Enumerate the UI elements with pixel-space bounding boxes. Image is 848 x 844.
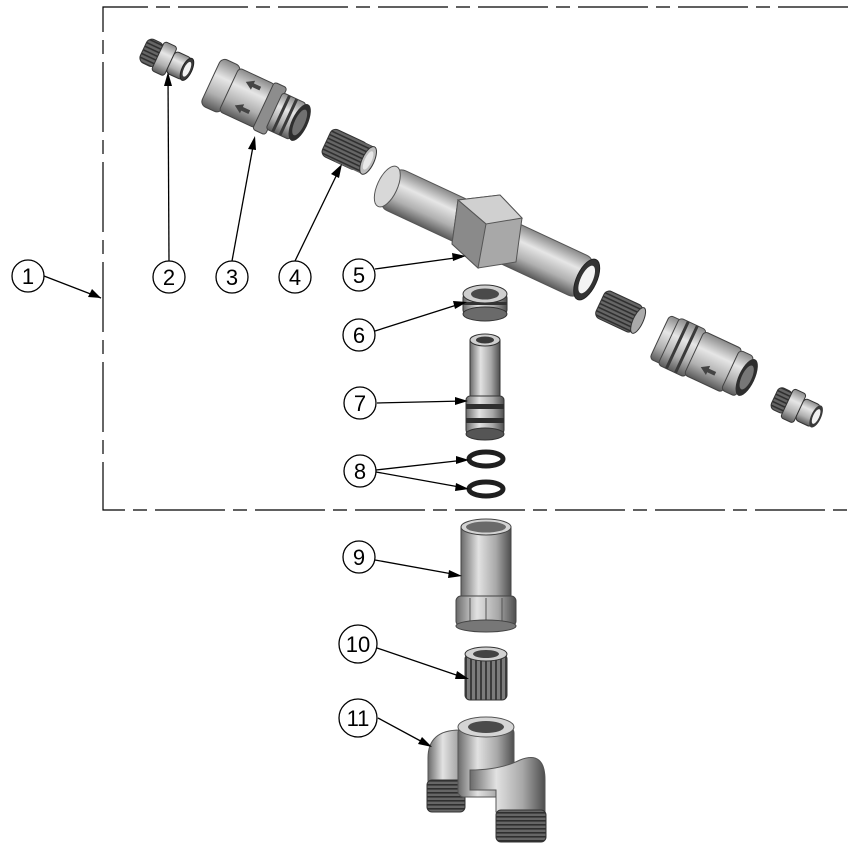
callout-label: 3 bbox=[226, 265, 238, 290]
callout-3: 3 bbox=[215, 260, 249, 294]
callout-5: 5 bbox=[342, 258, 376, 292]
part-9-union-sleeve bbox=[455, 518, 517, 633]
part-4-nipple bbox=[321, 128, 377, 175]
leader-lines bbox=[43, 72, 469, 747]
callout-label: 9 bbox=[353, 545, 365, 570]
callout-7: 7 bbox=[343, 386, 377, 420]
part-11-elbow-base bbox=[426, 716, 547, 843]
callout-11: 11 bbox=[338, 698, 378, 738]
callout-4: 4 bbox=[278, 260, 312, 294]
callout-label: 11 bbox=[347, 706, 370, 731]
callout-10: 10 bbox=[338, 624, 378, 664]
callout-label: 2 bbox=[163, 265, 175, 290]
callout-8: 8 bbox=[343, 454, 377, 488]
subassembly-boundary bbox=[102, 6, 848, 511]
right-nipple bbox=[595, 290, 647, 334]
callout-label: 6 bbox=[353, 323, 365, 348]
right-coupler bbox=[650, 315, 758, 396]
part-10-vertical-nipple bbox=[464, 646, 508, 701]
callout-label: 7 bbox=[354, 391, 366, 416]
right-fitting bbox=[770, 387, 823, 428]
callout-label: 8 bbox=[354, 459, 366, 484]
callout-label: 4 bbox=[289, 265, 301, 290]
part-7-stem bbox=[465, 333, 505, 441]
callout-9: 9 bbox=[342, 540, 376, 574]
callout-label: 10 bbox=[346, 632, 370, 657]
callout-6: 6 bbox=[342, 318, 376, 352]
callout-1: 1 bbox=[11, 259, 45, 293]
part-6-bushing bbox=[462, 284, 508, 322]
part-5-tee-body bbox=[373, 165, 601, 301]
part-3-coupler bbox=[201, 58, 311, 141]
part-8-o-rings bbox=[466, 449, 506, 499]
callout-label: 5 bbox=[353, 263, 365, 288]
callout-label: 1 bbox=[22, 264, 34, 289]
part-2-fitting bbox=[139, 38, 195, 81]
callout-2: 2 bbox=[152, 260, 186, 294]
